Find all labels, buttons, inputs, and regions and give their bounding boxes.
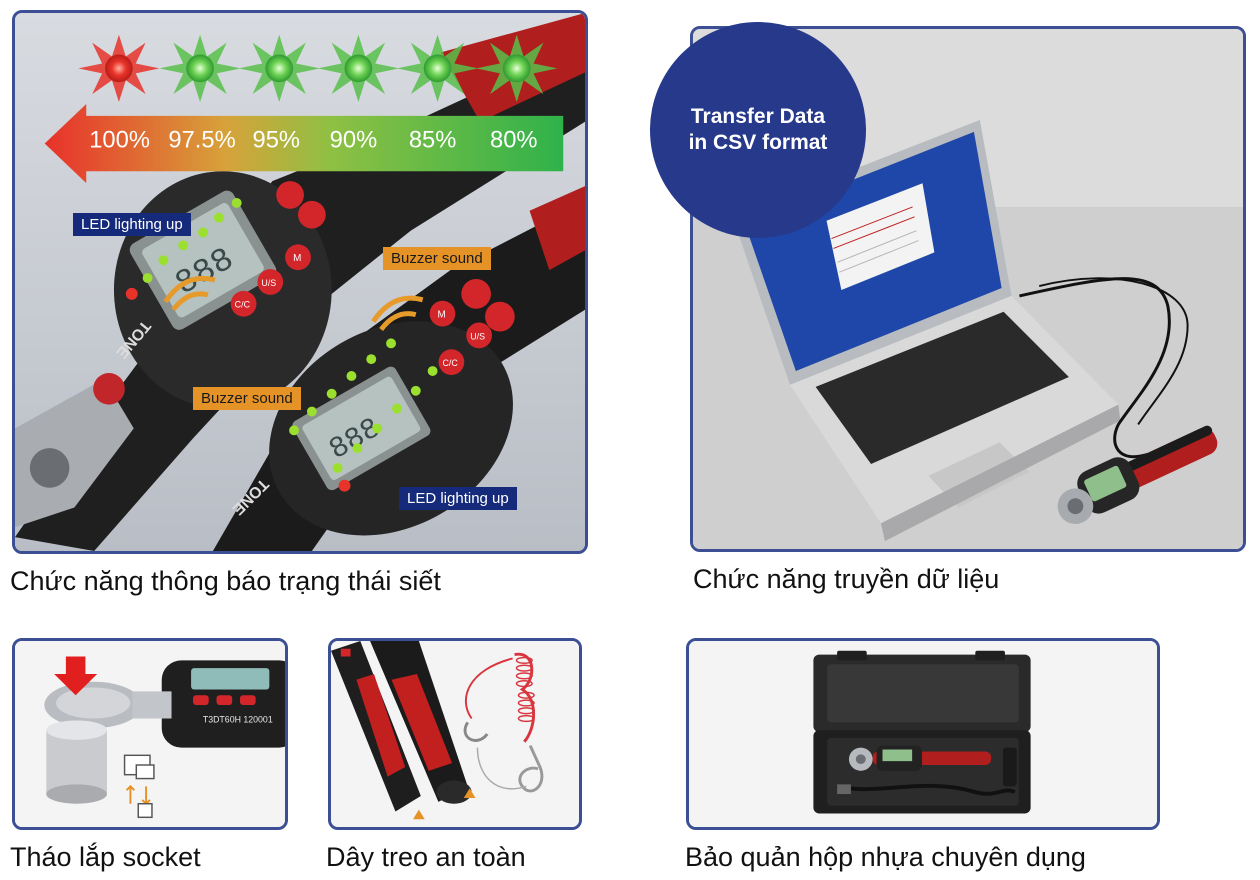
percent-label-4: 85% bbox=[409, 128, 457, 154]
transfer-caption: Chức năng truyền dữ liệu bbox=[693, 564, 1000, 594]
case-illustration bbox=[689, 641, 1157, 827]
badge-line-2: in CSV format bbox=[688, 131, 828, 154]
red-star-led bbox=[78, 34, 160, 103]
percent-label-2: 95% bbox=[253, 128, 301, 154]
buzzer-label-top: Buzzer sound bbox=[383, 247, 491, 270]
button-m-top: M bbox=[293, 253, 301, 264]
percent-label-0: 100% bbox=[89, 128, 150, 154]
strap-panel bbox=[328, 638, 582, 830]
button-cc-top: C/C bbox=[235, 300, 251, 310]
laptop-illustration bbox=[693, 29, 1243, 549]
led-label-top: LED lighting up bbox=[73, 213, 191, 236]
socket-panel: T3DT60H 120001 bbox=[12, 638, 288, 830]
led-label-bottom: LED lighting up bbox=[399, 487, 517, 510]
data-transfer-panel bbox=[690, 26, 1246, 552]
percent-label-5: 80% bbox=[490, 128, 538, 154]
socket-caption: Tháo lắp socket bbox=[10, 842, 201, 872]
case-panel bbox=[686, 638, 1160, 830]
green-star-leds bbox=[159, 34, 558, 103]
button-cc-bottom: C/C bbox=[443, 358, 459, 368]
percent-label-1: 97.5% bbox=[168, 128, 235, 154]
csv-transfer-badge: Transfer Data in CSV format bbox=[650, 22, 866, 238]
torque-notification-panel: 888 888 bbox=[12, 10, 588, 554]
button-m-bottom: M bbox=[438, 310, 446, 321]
button-us-bottom: U/S bbox=[470, 331, 485, 341]
badge-line-1: Transfer Data bbox=[690, 105, 826, 128]
socket-illustration: T3DT60H 120001 bbox=[15, 641, 285, 827]
buzzer-label-bottom: Buzzer sound bbox=[193, 387, 301, 410]
model-label: T3DT60H 120001 bbox=[203, 714, 273, 724]
strap-caption: Dây treo an toàn bbox=[326, 842, 526, 872]
percent-label-3: 90% bbox=[330, 128, 378, 154]
button-us-top: U/S bbox=[261, 278, 276, 288]
torque-wrench-illustration: 888 888 bbox=[15, 13, 585, 551]
torque-caption: Chức năng thông báo trạng thái siết bbox=[10, 566, 441, 596]
case-caption: Bảo quản hộp nhựa chuyên dụng bbox=[685, 842, 1086, 872]
strap-illustration bbox=[331, 641, 579, 827]
